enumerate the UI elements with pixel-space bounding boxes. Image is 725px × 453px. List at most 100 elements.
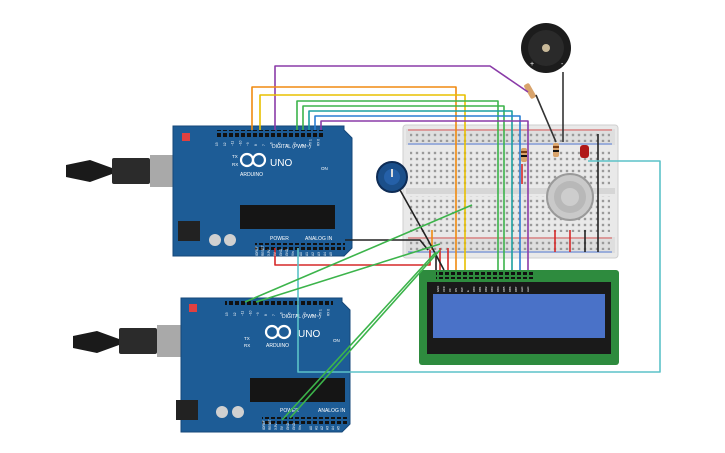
- digital-header-bottom[interactable]: [225, 300, 333, 307]
- arduino-top-digital-pin-label: ~9: [246, 142, 250, 146]
- arduino-top-digital-pin-label: RX 0: [316, 139, 320, 146]
- wire-green-bottom-2[interactable]: [255, 243, 441, 303]
- lcd-pin-label: DB6: [508, 286, 512, 292]
- wire-black-pot[interactable]: [399, 189, 445, 271]
- arduino-bottom-power-pin-label: GND: [292, 422, 296, 430]
- arduino-bottom-power-pin-label: 5V: [280, 425, 284, 430]
- arduino-top-digital-pin-label: 13: [215, 142, 219, 146]
- wire-green-2[interactable]: [302, 105, 505, 270]
- resistor-1[interactable]: [521, 148, 527, 162]
- wire-green-1[interactable]: [296, 100, 499, 270]
- resistor-2[interactable]: [553, 143, 559, 157]
- arduino-top-power-pin-label: IOREF: [255, 246, 259, 256]
- arduino-top-digital-pin-label: ~5: [277, 142, 281, 146]
- arduino-top-analog-pin-label: A2: [311, 252, 315, 256]
- arduino-bottom-digital-pin-label: ~3: [303, 312, 307, 316]
- buzzer[interactable]: + -: [521, 23, 571, 73]
- arduino-bottom-analog-pin-label: A5: [337, 426, 341, 430]
- arduino-bottom-digital-pin-label: ~5: [287, 312, 291, 316]
- reset-button-bottom[interactable]: [189, 304, 197, 312]
- capacitor-2-top: [224, 234, 236, 246]
- arduino-top-digital-pin-label: 4: [285, 144, 289, 146]
- arduino-bottom-digital-pin-label: 7: [272, 314, 276, 316]
- wire-purple-2[interactable]: [320, 120, 529, 270]
- arduino-uno-bottom[interactable]: DIGITAL (PWM~) ARDUINO UNO TX RX ON POWE…: [73, 297, 351, 433]
- wire-green-bottom-1[interactable]: [244, 204, 473, 303]
- lcd-pin-label: DB5: [502, 286, 506, 292]
- wire-purple[interactable]: [274, 65, 529, 130]
- arduino-top-analog-pin-label: A4: [323, 252, 327, 256]
- wire-cyan[interactable]: [297, 160, 661, 373]
- atmega-chip-bottom: [250, 378, 345, 402]
- on-label-top: ON: [321, 166, 328, 171]
- power-label-top: POWER: [270, 236, 289, 242]
- lcd-pin-label: DB1: [478, 286, 482, 292]
- wire-yellow[interactable]: [259, 94, 466, 270]
- arduino-logo-top: [239, 152, 267, 168]
- wire-green-bottom-3[interactable]: [289, 249, 441, 419]
- power-analog-header-top[interactable]: [255, 243, 345, 250]
- arduino-top-digital-pin-label: ~3: [293, 142, 297, 146]
- model-label-top: UNO: [270, 158, 292, 169]
- power-jack-top[interactable]: [178, 221, 200, 241]
- reset-button-top[interactable]: [182, 133, 190, 141]
- brand-label-top: ARDUINO: [240, 172, 263, 178]
- buzzer-minus-label: -: [561, 61, 564, 68]
- arduino-top-power-pin-label: GND: [285, 248, 289, 256]
- wire-orange[interactable]: [251, 86, 457, 270]
- arduino-bottom-analog-pin-label: A3: [326, 426, 330, 430]
- arduino-top-digital-pin-label: ~11: [231, 141, 235, 146]
- arduino-top-digital-pin-label: 8: [254, 144, 258, 146]
- arduino-bottom-analog-pin-label: A4: [331, 426, 335, 430]
- lcd-pin-label: LED: [520, 287, 524, 292]
- arduino-top-analog-pin-label: A3: [317, 252, 321, 256]
- arduino-bottom-digital-pin-label: TX 1: [319, 309, 323, 316]
- arduino-bottom-digital-pin-label: 13: [225, 312, 229, 316]
- arduino-top-power-pin-label: Vin: [291, 251, 295, 256]
- arduino-logo-bottom: [264, 324, 292, 340]
- gas-sensor[interactable]: [546, 173, 594, 221]
- analog-label-bottom: ANALOG IN: [318, 408, 346, 414]
- analog-label-top: ANALOG IN: [305, 236, 333, 242]
- wire-buzzer-plus[interactable]: [535, 94, 557, 143]
- tx-label-top: TX: [232, 154, 238, 159]
- arduino-bottom-digital-pin-label: 12: [233, 312, 237, 316]
- capacitor-1-bottom: [216, 406, 228, 418]
- wire-black-gnd[interactable]: [345, 239, 429, 251]
- arduino-bottom-digital-pin-label: ~10: [248, 310, 252, 316]
- arduino-bottom-digital-pin-label: 8: [264, 314, 268, 316]
- arduino-top-analog-pin-label: A5: [329, 252, 333, 256]
- potentiometer[interactable]: [376, 161, 408, 193]
- power-analog-header-bottom[interactable]: [262, 417, 347, 424]
- arduino-top-power-pin-label: GND: [279, 248, 283, 256]
- wire-green-bottom-4[interactable]: [281, 251, 437, 421]
- arduino-bottom-power-pin-label: 3.3V: [274, 423, 278, 430]
- lcd-pin-label: RW: [460, 287, 464, 292]
- lcd-pin-label: DB7: [514, 286, 518, 292]
- red-led[interactable]: [580, 145, 589, 158]
- arduino-uno-top[interactable]: DIGITAL (PWM~) ARDUINO UNO TX RX ON POWE…: [66, 125, 353, 257]
- usb-cable-top: [66, 155, 176, 187]
- lcd-pin-label: RS: [454, 288, 458, 292]
- arduino-top-digital-pin-label: 7: [262, 144, 266, 146]
- power-jack-bottom[interactable]: [176, 400, 198, 420]
- arduino-bottom-analog-pin-label: A1: [315, 426, 319, 430]
- arduino-top-digital-pin-label: ~10: [238, 140, 242, 146]
- arduino-bottom-power-pin-label: IOREF: [262, 420, 266, 430]
- lcd-module[interactable]: [419, 270, 619, 365]
- rx-label-top: RX: [232, 162, 238, 167]
- wire-teal[interactable]: [308, 110, 513, 270]
- model-label-bottom: UNO: [298, 329, 320, 340]
- arduino-bottom-power-pin-label: GND: [286, 422, 290, 430]
- arduino-top-power-pin-label: 3.3V: [267, 249, 271, 256]
- wire-blue[interactable]: [314, 115, 521, 270]
- resistor-buzzer[interactable]: [523, 83, 536, 100]
- arduino-bottom-digital-pin-label: 2: [311, 314, 315, 316]
- wires: [244, 65, 661, 421]
- capacitor-1-top: [209, 234, 221, 246]
- usb-cable-bottom: [73, 325, 183, 357]
- arduino-bottom-digital-pin-label: ~9: [256, 312, 260, 316]
- arduino-top-analog-pin-label: A0: [299, 252, 303, 256]
- digital-header-top[interactable]: [215, 130, 323, 137]
